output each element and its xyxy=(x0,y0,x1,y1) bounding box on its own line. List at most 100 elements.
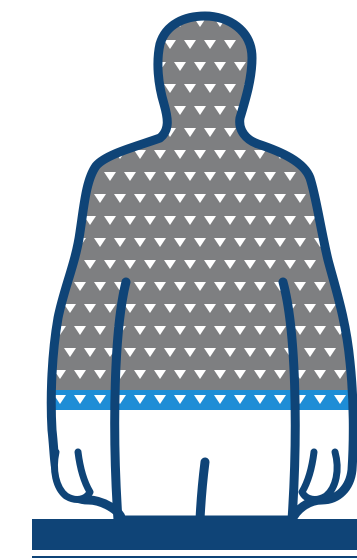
downward-triangle-icon xyxy=(24,84,36,93)
downward-triangle-icon xyxy=(64,84,76,93)
downward-triangle-icon xyxy=(0,106,6,115)
downward-triangle-icon xyxy=(54,18,66,27)
downward-triangle-icon xyxy=(134,62,146,71)
downward-triangle-icon xyxy=(24,260,36,269)
downward-triangle-icon xyxy=(34,282,46,291)
downward-triangle-icon xyxy=(344,172,356,181)
downward-triangle-icon xyxy=(14,238,26,247)
downward-triangle-icon xyxy=(54,62,66,71)
downward-triangle-icon xyxy=(14,194,26,203)
downward-triangle-icon xyxy=(34,150,46,159)
downward-triangle-icon xyxy=(334,62,346,71)
ground-bar xyxy=(32,519,357,550)
downward-triangle-icon xyxy=(124,84,136,93)
downward-triangle-icon xyxy=(0,395,6,404)
downward-triangle-icon xyxy=(24,128,36,137)
downward-triangle-icon xyxy=(294,62,306,71)
downward-triangle-icon xyxy=(44,40,56,49)
downward-triangle-icon xyxy=(254,18,266,27)
downward-triangle-icon xyxy=(4,348,16,357)
downward-triangle-icon xyxy=(254,106,266,115)
downward-triangle-icon xyxy=(134,106,146,115)
downward-triangle-icon xyxy=(84,128,96,137)
downward-triangle-icon xyxy=(14,150,26,159)
downward-triangle-icon xyxy=(14,18,26,27)
downward-triangle-icon xyxy=(324,40,336,49)
downward-triangle-icon xyxy=(334,238,346,247)
downward-triangle-icon xyxy=(324,128,336,137)
downward-triangle-icon xyxy=(44,304,56,313)
downward-triangle-icon xyxy=(104,84,116,93)
downward-triangle-icon xyxy=(0,18,6,27)
downward-triangle-icon xyxy=(144,84,156,93)
downward-triangle-icon xyxy=(154,18,166,27)
downward-triangle-icon xyxy=(34,194,46,203)
downward-triangle-icon xyxy=(334,106,346,115)
downward-triangle-icon xyxy=(44,260,56,269)
downward-triangle-icon xyxy=(144,40,156,49)
downward-triangle-icon xyxy=(344,260,356,269)
downward-triangle-icon xyxy=(264,128,276,137)
downward-triangle-icon xyxy=(74,106,86,115)
downward-triangle-icon xyxy=(24,40,36,49)
downward-triangle-icon xyxy=(34,395,46,404)
downward-triangle-icon xyxy=(14,395,26,404)
downward-triangle-icon xyxy=(14,62,26,71)
downward-triangle-icon xyxy=(324,84,336,93)
downward-triangle-icon xyxy=(274,62,286,71)
downward-triangle-icon xyxy=(14,282,26,291)
downward-triangle-icon xyxy=(64,172,76,181)
downward-triangle-icon xyxy=(64,40,76,49)
downward-triangle-icon xyxy=(334,150,346,159)
downward-triangle-icon xyxy=(0,370,6,379)
downward-triangle-icon xyxy=(14,370,26,379)
downward-triangle-icon xyxy=(84,40,96,49)
downward-triangle-icon xyxy=(124,40,136,49)
downward-triangle-icon xyxy=(34,18,46,27)
downward-triangle-icon xyxy=(344,40,356,49)
downward-triangle-icon xyxy=(264,40,276,49)
downward-triangle-icon xyxy=(114,18,126,27)
downward-triangle-icon xyxy=(284,40,296,49)
downward-triangle-icon xyxy=(344,84,356,93)
downward-triangle-icon xyxy=(4,260,16,269)
downward-triangle-icon xyxy=(314,62,326,71)
downward-triangle-icon xyxy=(54,238,66,247)
downward-triangle-icon xyxy=(34,326,46,335)
downward-triangle-icon xyxy=(74,62,86,71)
downward-triangle-icon xyxy=(284,84,296,93)
downward-triangle-icon xyxy=(264,84,276,93)
downward-triangle-icon xyxy=(14,326,26,335)
downward-triangle-icon xyxy=(4,84,16,93)
downward-triangle-icon xyxy=(284,128,296,137)
downward-triangle-icon xyxy=(124,128,136,137)
downward-triangle-icon xyxy=(134,18,146,27)
downward-triangle-icon xyxy=(4,172,16,181)
downward-triangle-icon xyxy=(34,370,46,379)
downward-triangle-icon xyxy=(0,194,6,203)
downward-triangle-icon xyxy=(0,326,6,335)
downward-triangle-icon xyxy=(344,216,356,225)
downward-triangle-icon xyxy=(304,40,316,49)
downward-triangle-icon xyxy=(24,172,36,181)
downward-triangle-icon xyxy=(104,40,116,49)
downward-triangle-icon xyxy=(24,348,36,357)
downward-triangle-icon xyxy=(314,106,326,115)
downward-triangle-icon xyxy=(314,18,326,27)
downward-triangle-icon xyxy=(74,18,86,27)
downward-triangle-icon xyxy=(24,216,36,225)
ground-line xyxy=(32,556,357,558)
downward-triangle-icon xyxy=(304,84,316,93)
downward-triangle-icon xyxy=(334,194,346,203)
downward-triangle-icon xyxy=(24,304,36,313)
downward-triangle-icon xyxy=(34,106,46,115)
downward-triangle-icon xyxy=(54,194,66,203)
downward-triangle-icon xyxy=(34,62,46,71)
downward-triangle-icon xyxy=(34,238,46,247)
downward-triangle-icon xyxy=(54,150,66,159)
downward-triangle-icon xyxy=(304,128,316,137)
downward-triangle-icon xyxy=(104,128,116,137)
downward-triangle-icon xyxy=(4,216,16,225)
